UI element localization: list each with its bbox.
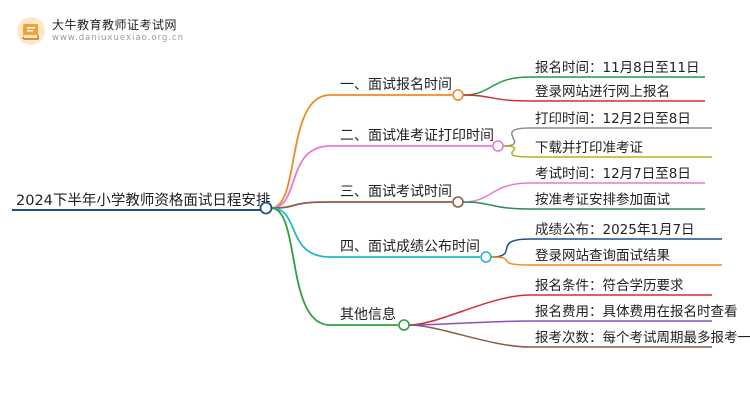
branch-label-1: 一、面试报名时间 [340,77,452,93]
child-label-1-2: 登录网站进行网上报名 [535,84,670,100]
child-connector-5-3 [408,324,531,348]
branch-connector-4 [270,207,331,258]
branch-node-1 [452,89,464,101]
child-connector-5-2 [408,320,531,326]
child-connector-2-1 [502,127,531,147]
child-connector-5-1 [408,294,531,326]
branch-node-2 [492,140,504,152]
child-connector-1-2 [462,94,531,102]
branch-label-5: 其他信息 [340,306,396,323]
child-label-3-2: 按准考证安排参加面试 [535,191,670,208]
branch-label-4: 四、面试成绩公布时间 [340,239,480,255]
child-label-1-1: 报名时间：11月8日至11日 [535,60,699,76]
book-logo-icon [17,17,45,45]
root-label: 2024下半年小学教师资格面试日程安排 [16,192,270,209]
branch-node-3 [452,196,464,208]
child-connector-3-1 [462,182,531,203]
root-node [259,201,273,215]
branch-connector-5 [270,207,331,326]
branch-connector-2 [270,145,331,209]
brand-url: www.daniuxuexiao.org.cn [52,33,185,43]
branch-node-4 [480,251,492,263]
child-label-5-1: 报名条件：符合学历要求 [535,277,684,294]
child-label-3-1: 考试时间：12月7日至8日 [535,166,691,182]
branch-connector-3 [270,201,331,209]
child-connector-1-1 [462,76,531,96]
child-label-4-2: 登录网站查询面试结果 [535,248,670,264]
child-connector-4-2 [490,256,531,266]
child-connector-3-2 [462,201,531,210]
child-label-5-2: 报名费用：具体费用在报名时查看 [535,304,738,320]
child-connector-4-1 [490,238,531,258]
branch-node-5 [398,319,410,331]
branch-label-3: 三、面试考试时间 [340,184,452,200]
brand-title: 大牛教育教师证考试网 [52,18,178,32]
branch-connector-1 [270,94,331,209]
child-label-4-1: 成绩公布：2025年1月7日 [535,222,695,238]
child-label-2-2: 下载并打印准考证 [535,139,643,156]
child-label-5-3: 报考次数：每个考试周期最多报考一次 [535,329,750,346]
branch-label-2: 二、面试准考证打印时间 [340,127,494,144]
child-connector-2-2 [502,145,531,158]
child-label-2-1: 打印时间：12月2日至8日 [535,110,691,127]
